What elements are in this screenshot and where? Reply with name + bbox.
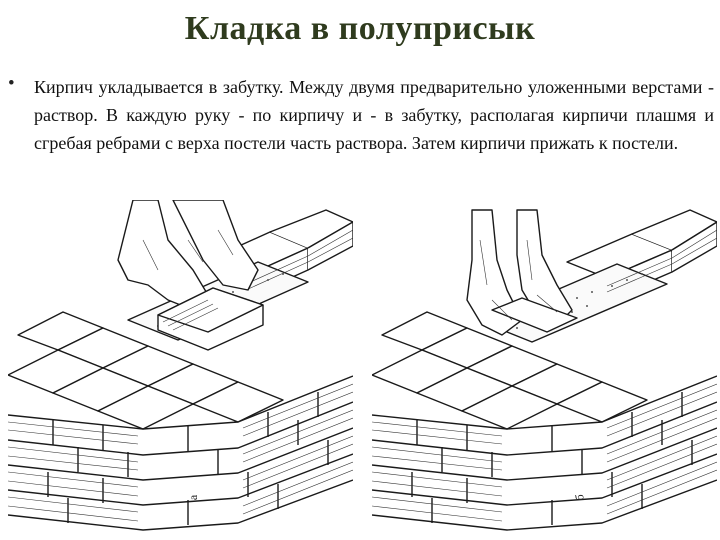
- figure-label-b: б: [572, 494, 587, 501]
- brick-wall-drawing-a: [8, 200, 353, 531]
- brick-laying-illustration-a: а: [8, 200, 353, 535]
- bullet-text: Кирпич укладывается в забутку. Между дву…: [34, 77, 714, 153]
- bullet-icon: •: [8, 73, 15, 94]
- slide-title: Кладка в полуприсык: [184, 10, 536, 47]
- brick-wall-drawing-b: [372, 209, 717, 531]
- brick-laying-illustration-b: б: [372, 200, 717, 535]
- figure-label-a: а: [186, 494, 201, 501]
